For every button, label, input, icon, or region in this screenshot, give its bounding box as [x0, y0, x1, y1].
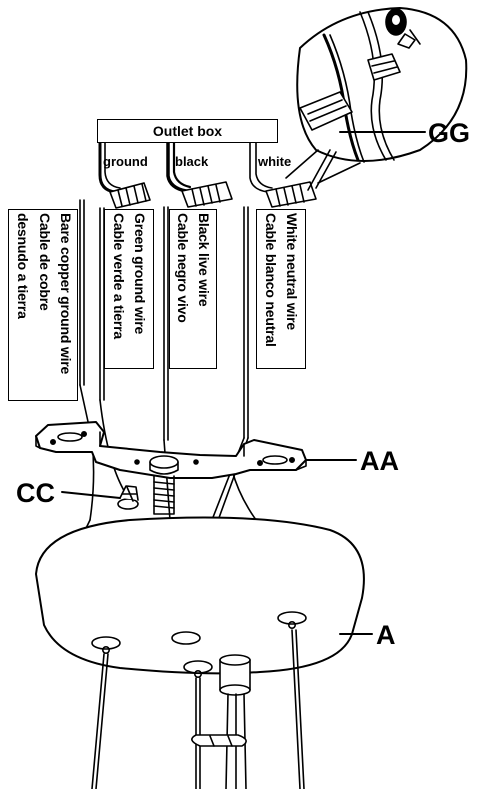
- bare-wire-note-line-3: desnudo a tierra: [15, 213, 31, 319]
- white-wire-note-box: [256, 209, 306, 369]
- wire-nut-black: [181, 181, 233, 208]
- wire-nut-ground: [109, 182, 151, 209]
- inset-circle: [285, 7, 468, 184]
- mounting-bracket: [35, 421, 357, 479]
- green-wire-note-box: [104, 209, 154, 369]
- ground-wire-tag: ground: [103, 154, 148, 169]
- canopy: [35, 516, 373, 696]
- callout-cc: CC: [16, 478, 55, 508]
- black-wire-tag: black: [175, 154, 209, 169]
- black-wire-note-line-1: Black live wire: [196, 213, 212, 307]
- white-wire-note-line-2: Cable blanco neutral: [263, 213, 279, 347]
- green-wire-note-line-2: Cable verde a tierra: [111, 213, 127, 339]
- bare-wire-note-line-1: Bare copper ground wire: [58, 213, 74, 375]
- callout-gg: GG: [428, 118, 471, 148]
- green-wire-note-line-1: Green ground wire: [132, 213, 148, 335]
- center-threaded-nipple: [149, 455, 179, 515]
- callout-a: A: [376, 620, 396, 650]
- black-wire-note-line-2: Cable negro vivo: [175, 213, 191, 323]
- hanging-cables: [91, 629, 305, 789]
- bare-wire-note-box: [8, 209, 78, 401]
- bare-wire-note-line-2: Cable de cobre: [37, 213, 53, 311]
- callout-aa: AA: [360, 446, 399, 476]
- outlet-box-label: Outlet box: [97, 119, 278, 143]
- white-wire-note-line-1: White neutral wire: [284, 213, 300, 330]
- ground-screw: [61, 485, 139, 510]
- black-wire-note-box: [169, 209, 217, 369]
- white-wire-tag: white: [258, 154, 292, 169]
- wire-nut-white: [265, 181, 317, 208]
